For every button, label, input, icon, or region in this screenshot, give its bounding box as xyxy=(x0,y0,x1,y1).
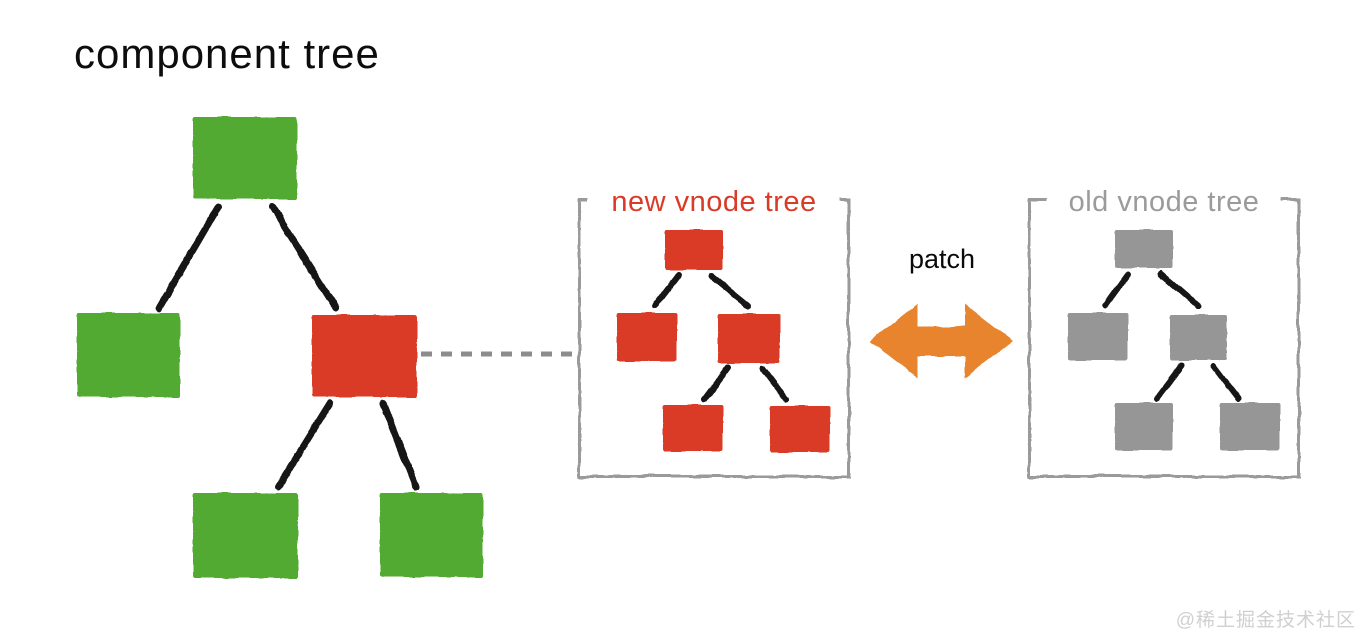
page-title: component tree xyxy=(74,30,380,77)
new-vnode-grandchild-right-node xyxy=(770,406,830,452)
new-vnode-left-child-node xyxy=(617,313,677,361)
old-vnode-root-node xyxy=(1115,230,1173,268)
component-tree-left-child-node xyxy=(77,313,180,397)
old-vnode-right-child-node xyxy=(1170,315,1227,360)
watermark: @稀土掘金技术社区 xyxy=(1175,610,1356,631)
new-vnode-tree-label: new vnode tree xyxy=(611,186,817,218)
old-vnode-tree-panel xyxy=(1028,198,1300,478)
new-vnode-right-child-node xyxy=(718,314,780,363)
component-tree-changed-node xyxy=(312,315,417,397)
new-vnode-grandchild-left-node xyxy=(663,405,723,451)
new-vnode-tree-panel xyxy=(578,198,850,478)
patch-bidirectional-arrow-icon xyxy=(870,304,1013,378)
new-vnode-root-node xyxy=(665,230,723,270)
old-vnode-grandchild-right-node xyxy=(1220,403,1280,450)
component-tree-root-node xyxy=(193,117,297,199)
patch-label: patch xyxy=(908,244,976,274)
old-vnode-tree-label: old vnode tree xyxy=(1068,186,1260,218)
old-vnode-left-child-node xyxy=(1068,313,1128,360)
component-tree-grandchild-right-node xyxy=(380,493,483,577)
old-vnode-grandchild-left-node xyxy=(1115,403,1173,450)
component-tree-grandchild-left-node xyxy=(193,493,298,578)
